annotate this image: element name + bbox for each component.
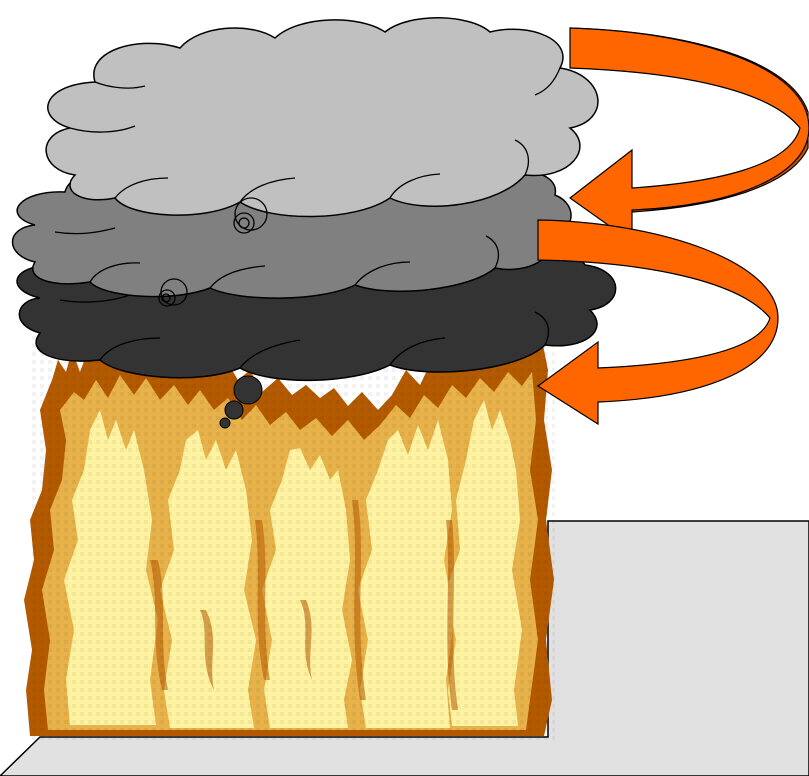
upper-curved-arrow-icon bbox=[570, 28, 809, 242]
flame-texture bbox=[30, 335, 555, 740]
flames bbox=[24, 330, 555, 740]
upper-arrow-front bbox=[570, 28, 809, 242]
bubble-small bbox=[220, 418, 230, 428]
bubble-large bbox=[234, 376, 262, 404]
bubble-medium bbox=[225, 401, 243, 419]
